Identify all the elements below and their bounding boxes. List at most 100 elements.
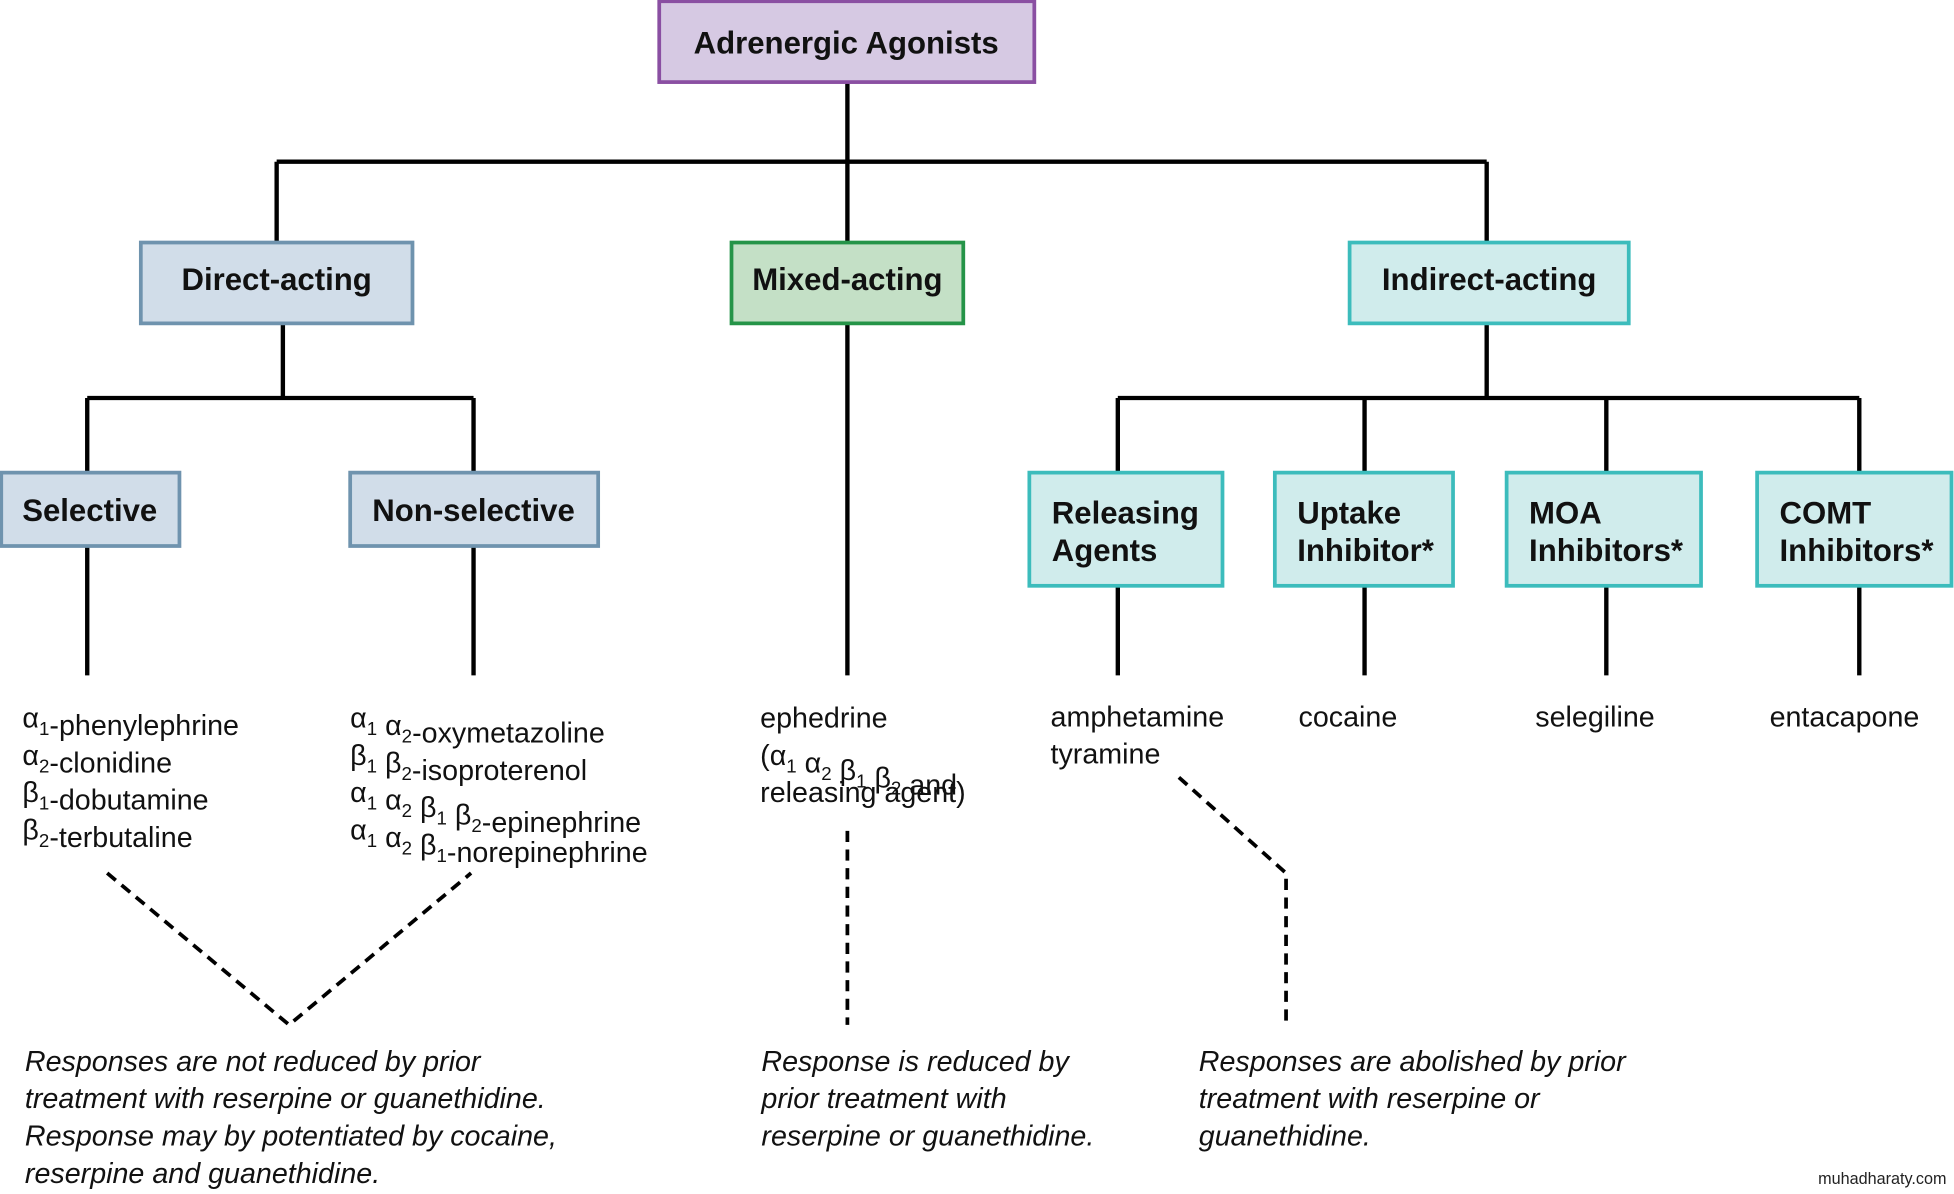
releasing-agents-rect bbox=[1027, 470, 1225, 588]
receptor-symbol: β bbox=[22, 815, 38, 847]
indirect-note: Responses are abolished by prior treatmen… bbox=[1199, 1046, 1627, 1153]
receptor-symbol: β bbox=[420, 792, 436, 824]
receptor-subscript: 1 bbox=[437, 808, 447, 829]
receptor-symbol: α bbox=[805, 747, 822, 779]
direct-note-dashed-connector bbox=[105, 871, 473, 1028]
receptor-subscript: 1 bbox=[367, 755, 377, 776]
releasing-agents-label-line: Agents bbox=[1052, 533, 1158, 568]
root-box-rect bbox=[657, 0, 1037, 84]
indirect-note-dashed-connector bbox=[1177, 775, 1288, 1025]
nonselective-rect bbox=[348, 470, 601, 548]
receptor-subscript: 2 bbox=[39, 755, 49, 776]
note-line: Response may by potentiated by cocaine, bbox=[25, 1121, 557, 1153]
receptor-symbol: β bbox=[420, 829, 436, 861]
receptor-symbol: α bbox=[350, 815, 367, 847]
receptor-subscript: 1 bbox=[786, 755, 796, 776]
note-line: Responses are abolished by prior bbox=[1199, 1046, 1627, 1078]
drug-name: -terbutaline bbox=[49, 822, 192, 854]
drug-item: α1-phenylephrine bbox=[22, 703, 239, 742]
drug-name: -norepinephrine bbox=[447, 837, 648, 869]
root-title: Adrenergic Agonists bbox=[694, 26, 999, 61]
receptor-symbol: β bbox=[455, 800, 471, 832]
drug-name: -isoproterenol bbox=[412, 755, 587, 787]
releasing-agents-label-line: Releasing bbox=[1052, 496, 1199, 531]
drug-item: β1 β2-isoproterenol bbox=[350, 740, 587, 787]
selective-drug-list: α1-phenylephrineα2-clonidineβ1-dobutamin… bbox=[22, 703, 239, 854]
receptor-symbol: β bbox=[350, 740, 366, 772]
receptor-symbol: α bbox=[350, 703, 367, 735]
moa-inhibitors-label-line: MOA bbox=[1529, 496, 1602, 531]
receptor-subscript: 1 bbox=[437, 845, 447, 866]
drug-item: α1 α2 β1-norepinephrine bbox=[350, 815, 647, 869]
note-line: guanethidine. bbox=[1199, 1121, 1371, 1153]
receptor-subscript: 1 bbox=[367, 830, 377, 851]
receptor-subscript: 2 bbox=[402, 837, 412, 858]
drug-item: amphetamine bbox=[1051, 701, 1225, 733]
receptor-symbol: α bbox=[385, 710, 402, 742]
note-line: reserpine or guanethidine. bbox=[761, 1121, 1094, 1153]
receptor-subscript: 1 bbox=[367, 718, 377, 739]
receptor-subscript: 2 bbox=[821, 763, 831, 784]
uptake-inhibitor-rect bbox=[1272, 470, 1455, 588]
drug-receptors: (α1 α2 β1 β2 and bbox=[760, 740, 957, 802]
direct-acting-rect bbox=[138, 240, 415, 326]
uptake-inhibitor-label-line: Inhibitor* bbox=[1297, 533, 1435, 568]
indirect-acting-rect bbox=[1347, 240, 1631, 326]
comt-inhibitors-label-line: Inhibitors* bbox=[1780, 533, 1935, 568]
mixed-acting-label: Mixed-acting bbox=[752, 262, 942, 297]
drug-item: selegiline bbox=[1535, 701, 1654, 733]
drug-name: -clonidine bbox=[49, 747, 172, 779]
drug-item: ephedrine bbox=[760, 703, 887, 735]
receptor-subscript: 2 bbox=[39, 830, 49, 851]
note-line: treatment with reserpine or bbox=[1199, 1083, 1541, 1115]
direct-acting-box: Direct-acting bbox=[138, 240, 415, 326]
drug-item: α1 α2-oxymetazoline bbox=[350, 703, 605, 750]
receptor-symbol: β bbox=[22, 777, 38, 809]
drug-item: β1-dobutamine bbox=[22, 777, 208, 816]
receptor-subscript: 2 bbox=[402, 726, 412, 747]
receptor-symbol: α bbox=[770, 740, 787, 772]
receptor-symbol: β bbox=[840, 755, 856, 787]
receptor-symbol: α bbox=[22, 703, 39, 735]
drug-receptors-cont: releasing agent) bbox=[760, 777, 965, 809]
selective-box: Selective bbox=[0, 470, 182, 548]
note-line: Response is reduced by bbox=[761, 1046, 1070, 1078]
drug-name: -oxymetazoline bbox=[412, 718, 605, 750]
connectors bbox=[85, 82, 1862, 1028]
receptor-symbol: β bbox=[874, 762, 890, 794]
receptor-subscript: 1 bbox=[39, 793, 49, 814]
drug-name: -phenylephrine bbox=[49, 710, 239, 742]
note-line: prior treatment with bbox=[760, 1083, 1006, 1115]
receptor-subscript: 1 bbox=[39, 718, 49, 739]
drug-item: α1 α2 β1 β2-epinephrine bbox=[350, 777, 641, 839]
selective-label: Selective bbox=[22, 493, 157, 528]
drug-name: -epinephrine bbox=[482, 807, 641, 839]
moa-inhibitors-label-line: Inhibitors* bbox=[1529, 533, 1684, 568]
selective-rect bbox=[0, 470, 182, 548]
comt-inhibitors-label-line: COMT bbox=[1780, 496, 1872, 531]
watermark: muhadharaty.com bbox=[1818, 1170, 1946, 1188]
mixed-acting-rect bbox=[729, 240, 966, 326]
moa-inhibitors-rect bbox=[1504, 470, 1703, 588]
receptor-symbol: β bbox=[385, 747, 401, 779]
receptor-symbol: α bbox=[22, 740, 39, 772]
nonselective-label: Non-selective bbox=[372, 493, 574, 528]
drug-item: β2-terbutaline bbox=[22, 815, 192, 854]
comt-inhibitors-rect bbox=[1755, 470, 1954, 588]
direct-acting-label: Direct-acting bbox=[181, 262, 371, 297]
receptor-subscript: 2 bbox=[402, 800, 412, 821]
note-line: Responses are not reduced by prior bbox=[25, 1046, 482, 1078]
receptor-subscript: 2 bbox=[402, 763, 412, 784]
receptor-subscript: 2 bbox=[891, 778, 901, 799]
receptor-symbol: α bbox=[350, 777, 367, 809]
drug-item: cocaine bbox=[1299, 701, 1398, 733]
drug-item: entacapone bbox=[1770, 701, 1920, 733]
indirect-acting-label: Indirect-acting bbox=[1382, 262, 1597, 297]
